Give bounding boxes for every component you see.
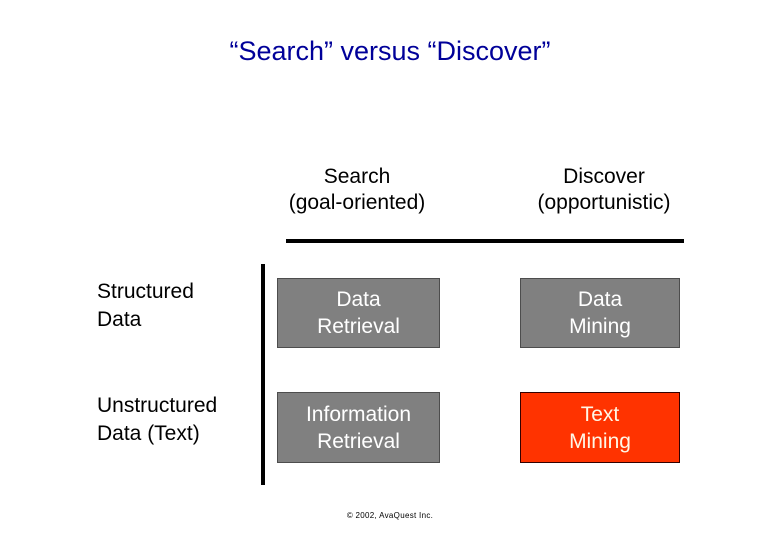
row-label-unstructured-line2: Data (Text) — [97, 422, 200, 445]
footer-copyright: © 2002, AvaQuest Inc. — [346, 511, 434, 520]
page-title: “Search” versus “Discover” — [229, 36, 551, 66]
matrix-cell-text-mining: Text Mining — [520, 392, 680, 463]
matrix-cell-information-retrieval-line2: Retrieval — [317, 429, 400, 453]
column-header-discover-line2: (opportunistic) — [537, 191, 671, 214]
row-label-structured-line2: Data — [97, 308, 142, 331]
row-label-structured-line1: Structured — [97, 280, 194, 303]
matrix-cell-data-retrieval: Data Retrieval — [277, 278, 440, 348]
row-label-unstructured-line1: Unstructured — [97, 394, 218, 417]
matrix-cell-data-mining: Data Mining — [520, 278, 680, 348]
vertical-divider — [261, 264, 265, 485]
column-header-discover: Discover (opportunistic) — [508, 164, 700, 216]
column-header-search-line2: (goal-oriented) — [288, 191, 426, 214]
matrix-cell-information-retrieval-line1: Information — [305, 402, 412, 426]
horizontal-divider — [286, 239, 684, 243]
matrix-cell-data-mining-line1: Data — [577, 288, 623, 311]
matrix-cell-text-mining-line1: Text — [580, 402, 620, 426]
matrix-cell-information-retrieval: Information Retrieval — [277, 392, 440, 463]
column-header-search-line1: Search — [323, 165, 391, 188]
row-label-unstructured: Unstructured Data (Text) — [97, 392, 265, 448]
matrix-cell-data-retrieval-line1: Data — [336, 288, 381, 311]
column-header-search: Search (goal-oriented) — [266, 164, 448, 216]
column-header-discover-line1: Discover — [563, 165, 645, 188]
row-label-structured: Structured Data — [97, 278, 257, 334]
matrix-cell-text-mining-line2: Mining — [569, 429, 631, 453]
matrix-cell-data-mining-line2: Mining — [569, 315, 631, 338]
matrix-cell-data-retrieval-line2: Retrieval — [317, 315, 400, 338]
